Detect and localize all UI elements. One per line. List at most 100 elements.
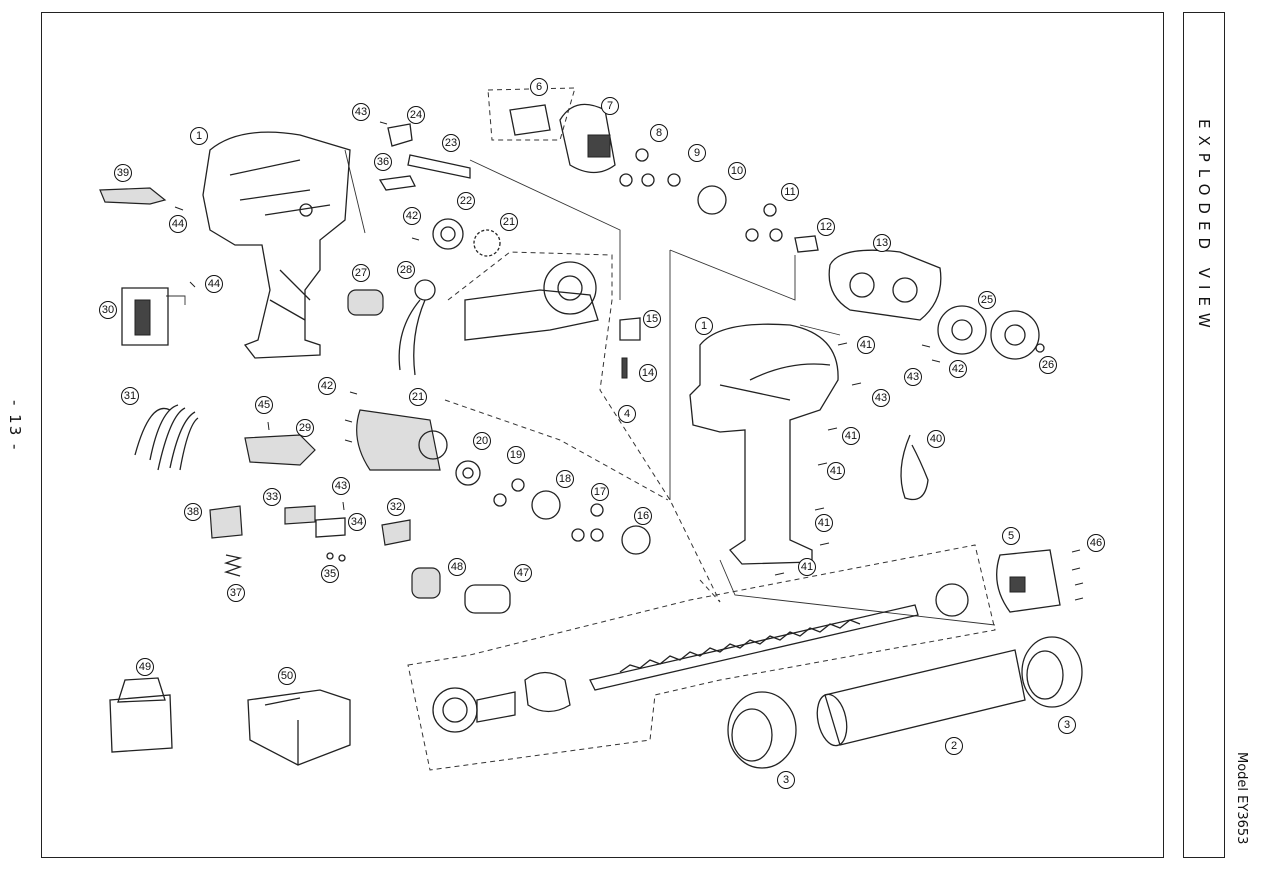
svg-text:42: 42	[952, 363, 964, 375]
callout-14: 14	[639, 364, 657, 382]
svg-text:42: 42	[406, 210, 418, 222]
exploded-view-title: EXPLODED VIEW	[1195, 119, 1213, 335]
part-24-shape	[387, 123, 413, 147]
svg-text:20: 20	[476, 435, 488, 447]
svg-text:41: 41	[860, 339, 872, 351]
svg-text:5: 5	[1008, 530, 1014, 542]
svg-text:23: 23	[445, 137, 457, 149]
callout-13: 13	[873, 234, 891, 252]
svg-text:41: 41	[830, 465, 842, 477]
callout-1-right: 1	[695, 317, 713, 335]
svg-text:22: 22	[460, 195, 472, 207]
group-4-boundary	[447, 251, 721, 603]
svg-text:43: 43	[907, 371, 919, 383]
callout-21-upper: 21	[500, 213, 518, 231]
callout-36: 36	[374, 153, 392, 171]
callout-39: 39	[114, 164, 132, 182]
part-50-charger	[247, 689, 351, 766]
callout-21-motor: 21	[409, 388, 427, 406]
svg-text:32: 32	[390, 501, 402, 513]
svg-text:10: 10	[731, 165, 743, 177]
svg-text:47: 47	[517, 567, 529, 579]
part-4-frame	[464, 261, 599, 341]
title-block: EXPLODED VIEW	[1183, 12, 1225, 442]
svg-text:21: 21	[503, 216, 515, 228]
svg-text:3: 3	[783, 774, 789, 786]
part-30-shape	[121, 287, 169, 346]
svg-text:18: 18	[559, 473, 571, 485]
svg-text:41: 41	[818, 517, 830, 529]
part-3-cap-front	[1021, 636, 1083, 708]
svg-text:1: 1	[701, 320, 707, 332]
svg-text:17: 17	[594, 486, 606, 498]
part-6-shape	[509, 104, 551, 136]
callout-11: 11	[781, 183, 799, 201]
part-28-shape	[398, 279, 436, 376]
part-35-shape	[326, 552, 346, 562]
callouts: 1 39 44 44 30 31 43 24 23 36 22 42 21 27…	[99, 78, 1105, 789]
callout-44-lower: 44	[205, 275, 223, 293]
callout-35: 35	[321, 565, 339, 583]
callout-43-top: 43	[352, 103, 370, 121]
svg-text:43: 43	[875, 392, 887, 404]
callout-18: 18	[556, 470, 574, 488]
callout-7: 7	[601, 97, 619, 115]
svg-text:48: 48	[451, 561, 463, 573]
callout-15: 15	[643, 310, 661, 328]
svg-text:42: 42	[321, 380, 333, 392]
svg-text:21: 21	[412, 391, 424, 403]
callout-8: 8	[650, 124, 668, 142]
callout-6: 6	[530, 78, 548, 96]
svg-text:44: 44	[172, 218, 184, 230]
rack-assembly	[432, 583, 969, 733]
part-5-endcap	[996, 549, 1061, 613]
svg-text:43: 43	[355, 106, 367, 118]
callout-37: 37	[227, 584, 245, 602]
callout-43-mid: 43	[904, 368, 922, 386]
callout-42-upper: 42	[403, 207, 421, 225]
callout-5: 5	[1002, 527, 1020, 545]
part-16-shape	[621, 525, 651, 555]
svg-text:43: 43	[335, 480, 347, 492]
callout-3-rear: 3	[777, 771, 795, 789]
callout-2: 2	[945, 737, 963, 755]
svg-text:46: 46	[1090, 537, 1102, 549]
part-15-shape	[619, 317, 641, 341]
svg-text:27: 27	[355, 267, 367, 279]
part-21-gear	[473, 229, 501, 257]
part-47-shape	[464, 584, 511, 614]
part-39-shape	[99, 187, 167, 205]
svg-text:6: 6	[536, 81, 542, 93]
callout-4: 4	[618, 405, 636, 423]
part-40-hook	[900, 434, 929, 501]
part-38-shape	[209, 505, 243, 539]
callout-38: 38	[184, 503, 202, 521]
svg-text:41: 41	[845, 430, 857, 442]
gearcase-boundary	[444, 399, 669, 501]
callout-46: 46	[1087, 534, 1105, 552]
callout-20: 20	[473, 432, 491, 450]
part-17-gears	[571, 503, 604, 542]
part-13-gearcase	[828, 249, 942, 321]
callout-31: 31	[121, 387, 139, 405]
callout-1-left: 1	[190, 127, 208, 145]
housing-right-half	[689, 323, 839, 565]
svg-text:13: 13	[876, 237, 888, 249]
planet-gears	[619, 148, 819, 253]
callout-42-motor: 42	[318, 377, 336, 395]
part-29-pcb	[244, 434, 316, 466]
callout-32: 32	[387, 498, 405, 516]
callout-40: 40	[927, 430, 945, 448]
part-3-cap-rear	[727, 691, 797, 769]
part-25-gears	[937, 305, 1045, 360]
svg-text:3: 3	[1064, 719, 1070, 731]
svg-text:39: 39	[117, 167, 129, 179]
part-48-shape	[411, 567, 441, 599]
svg-text:2: 2	[951, 740, 957, 752]
part-2-barrel	[816, 649, 1026, 747]
svg-text:16: 16	[637, 510, 649, 522]
svg-text:37: 37	[230, 587, 242, 599]
callout-41-d: 41	[815, 514, 833, 532]
svg-text:33: 33	[266, 491, 278, 503]
part-36-shape	[378, 175, 416, 191]
